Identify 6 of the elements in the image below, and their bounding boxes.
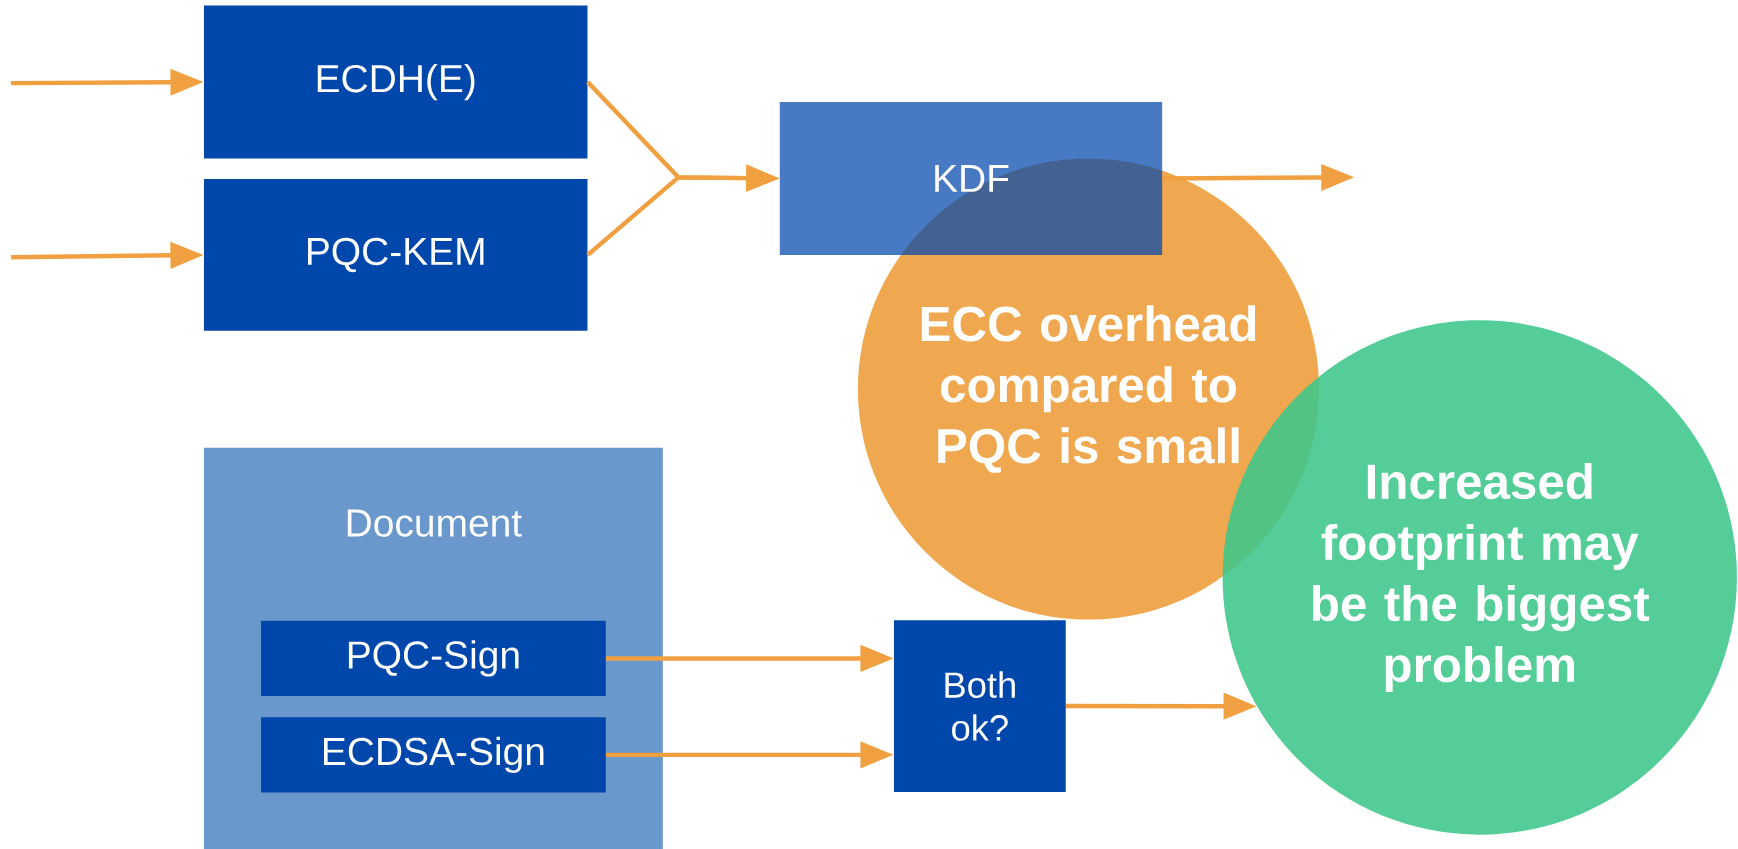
process-box: ECDH(E) — [203, 5, 588, 159]
process-box: PQC-KEM — [203, 179, 588, 331]
signature-box: PQC-Sign — [261, 620, 606, 697]
signature-box: ECDSA-Sign — [261, 717, 606, 793]
process-box: KDF — [779, 101, 1163, 255]
decision-box: Both ok? — [893, 620, 1066, 792]
